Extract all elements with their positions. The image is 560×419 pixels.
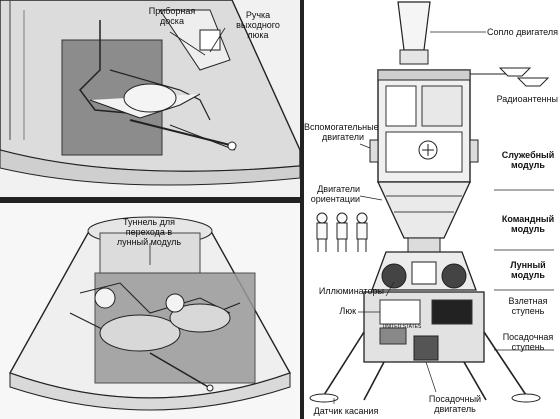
- cockpit-drawing: [0, 0, 300, 186]
- horizontal-divider: [0, 197, 300, 203]
- label-command-module: Командный модуль: [501, 214, 555, 234]
- apollo-stack-drawing: [309, 1, 554, 404]
- label-landing-engine: Посадочный двигатель: [428, 394, 482, 414]
- capsule-drawing: [8, 216, 292, 411]
- label-aux-engines: Вспомогательные двигатели: [304, 122, 379, 142]
- label-lunar-module: Лунный модуль: [510, 260, 546, 280]
- apollo-stack-panel: Сопло двигателя Радиоантенны Вспомогател…: [304, 0, 560, 419]
- vertical-divider: [300, 0, 304, 419]
- label-hatch: Люк: [339, 306, 356, 316]
- label-engine-nozzle: Сопло двигателя: [486, 27, 558, 37]
- label-instrument-panel: Приборная доска: [148, 6, 196, 26]
- cockpit-cutaway-panel: Приборная доска Ручка выходного люка: [0, 0, 300, 197]
- label-contact-sensor: Датчик касания: [313, 406, 379, 416]
- flag-text: UNITED STATES: [382, 324, 422, 330]
- label-attitude-engines: Двигатели ориентации: [310, 184, 360, 204]
- label-tunnel: Туннель для перехода в лунный модуль: [116, 217, 182, 247]
- label-ascent-stage: Взлетная ступень: [508, 296, 548, 316]
- label-hatch-handle: Ручка выходного люка: [236, 10, 280, 40]
- label-service-module: Служебный модуль: [501, 150, 555, 170]
- label-illuminators: Иллюминаторы: [318, 286, 384, 296]
- capsule-tunnel-panel: Туннель для перехода в лунный модуль: [0, 203, 300, 419]
- label-descent-stage: Посадочная ступень: [502, 332, 554, 352]
- label-radio-antennas: Радиоантенны: [496, 94, 558, 104]
